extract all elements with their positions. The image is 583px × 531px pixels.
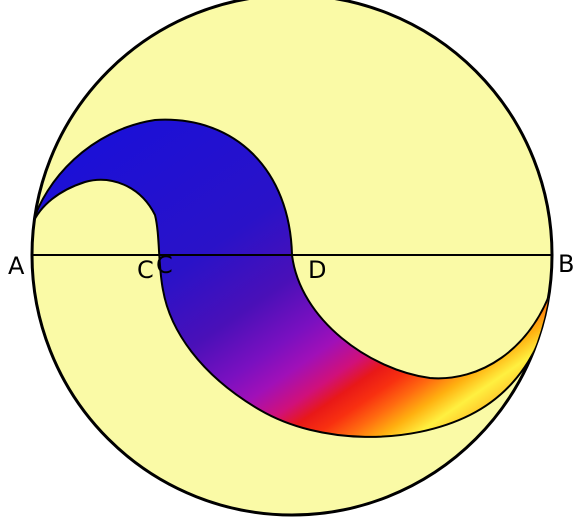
label-c: C: [137, 256, 154, 284]
label-d: D: [308, 256, 326, 284]
shaded-region: [32, 118, 552, 438]
label-c-second: C: [156, 251, 173, 279]
label-b: B: [558, 250, 574, 278]
label-a: A: [8, 252, 25, 280]
